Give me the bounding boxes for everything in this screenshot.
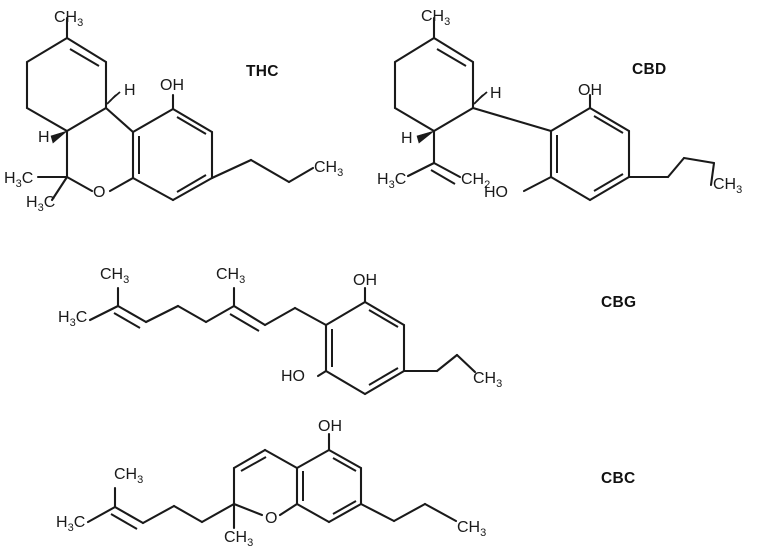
- cbd-cyclohexene-ring: [393, 36, 475, 133]
- compound-label-cbg: CBG: [601, 294, 636, 311]
- thc-label-hydroxyl: OH: [160, 77, 184, 94]
- thc-label-gem-methyl-a: H3C: [4, 170, 33, 190]
- thc-label-stereo-h-upper: H: [124, 82, 136, 99]
- cbd-biaryl-bond: [471, 106, 553, 133]
- thc-label-stereo-h-lower: H: [38, 129, 50, 146]
- cbd-isopropenyl-group: [406, 129, 462, 185]
- cbd-aromatic-ring: [549, 106, 631, 202]
- thc-pyran-ring: [65, 106, 135, 193]
- cbd-label-stereo-h-lower: H: [401, 130, 413, 147]
- cbg-hydroxyl-lower-bond: [316, 369, 328, 378]
- thc-label-methyl-top: CH3: [54, 9, 83, 29]
- cbc-label-methyl-terminal-left: H3C: [56, 514, 85, 534]
- compound-label-cbd: CBD: [632, 61, 666, 78]
- cbg-label-methyl-branch-mid: CH3: [216, 266, 245, 286]
- thc-atom-labels: CH3 OH H H H3C H3C O CH3: [4, 9, 343, 214]
- cbg-label-hydroxyl-upper: OH: [353, 272, 377, 289]
- compound-cbc: H3C CH3 CH3 O OH CH3 CBC: [56, 418, 635, 549]
- cbd-atom-labels: CH3 H H H3C CH2 OH HO CH3: [377, 8, 742, 201]
- compound-label-cbc: CBC: [601, 470, 635, 487]
- cbg-geranyl-chain: [88, 286, 328, 332]
- cbc-label-methyl-branch-left: CH3: [114, 466, 143, 486]
- thc-label-ether-oxygen: O: [93, 184, 105, 201]
- cbd-label-methyl-top: CH3: [421, 8, 450, 28]
- compound-cbg: H3C CH3 CH3 OH HO CH3 CBG: [58, 266, 636, 396]
- cbd-label-hydroxyl-lower: HO: [484, 184, 508, 201]
- thc-gem-methyl-b-bond: [50, 175, 69, 202]
- cbd-stereo-wedge-lower: [416, 130, 435, 144]
- cbg-label-hydroxyl-lower: HO: [281, 368, 305, 385]
- thc-label-gem-methyl-b: H3C: [26, 194, 55, 214]
- thc-pentyl-chain: [210, 158, 315, 184]
- cbd-label-pentyl-terminal: CH3: [713, 176, 742, 196]
- cbd-hydroxyl-lower-bond: [522, 175, 553, 193]
- compound-label-thc: THC: [246, 63, 279, 80]
- cbc-label-pyran-oxygen: O: [265, 510, 277, 527]
- cbc-label-quaternary-methyl: CH3: [224, 529, 253, 549]
- thc-stereo-wedge-lower: [50, 130, 68, 144]
- thc-cyclohexene-ring: [25, 36, 108, 133]
- cbg-aromatic-ring: [324, 300, 406, 396]
- thc-label-pentyl-terminal: CH3: [314, 159, 343, 179]
- cbg-label-propyl-terminal: CH3: [473, 370, 502, 390]
- cbc-pyran-ring: [232, 448, 299, 517]
- cbc-label-propyl-terminal: CH3: [457, 519, 486, 539]
- thc-aromatic-ring: [131, 107, 214, 202]
- cbc-atom-labels: H3C CH3 CH3 O OH CH3: [56, 418, 486, 549]
- cbd-label-exocyclic-methylene: CH2: [461, 171, 490, 191]
- cbd-pentyl-chain: [627, 156, 716, 187]
- cbg-propyl-chain: [402, 353, 477, 374]
- cbg-label-methyl-terminal-left: H3C: [58, 309, 87, 329]
- cbc-aromatic-ring: [295, 448, 363, 524]
- cbc-label-hydroxyl: OH: [318, 418, 342, 435]
- cbd-label-isopropenyl-methyl: H3C: [377, 171, 406, 191]
- compound-cbd: CH3 H H H3C CH2 OH HO CH3 CBD: [377, 8, 742, 202]
- cbd-label-hydroxyl-upper: OH: [578, 82, 602, 99]
- cbd-stereo-hash-upper: [473, 91, 488, 105]
- cbc-propyl-chain: [359, 502, 458, 523]
- cbd-label-stereo-h-upper: H: [490, 85, 502, 102]
- thc-stereo-hash-upper: [106, 91, 121, 105]
- cbg-atom-labels: H3C CH3 CH3 OH HO CH3: [58, 266, 502, 390]
- compound-thc: CH3 OH H H H3C H3C O CH3 THC: [4, 9, 343, 214]
- cbg-label-methyl-branch-left: CH3: [100, 266, 129, 286]
- cbc-prenyl-chain: [86, 486, 236, 530]
